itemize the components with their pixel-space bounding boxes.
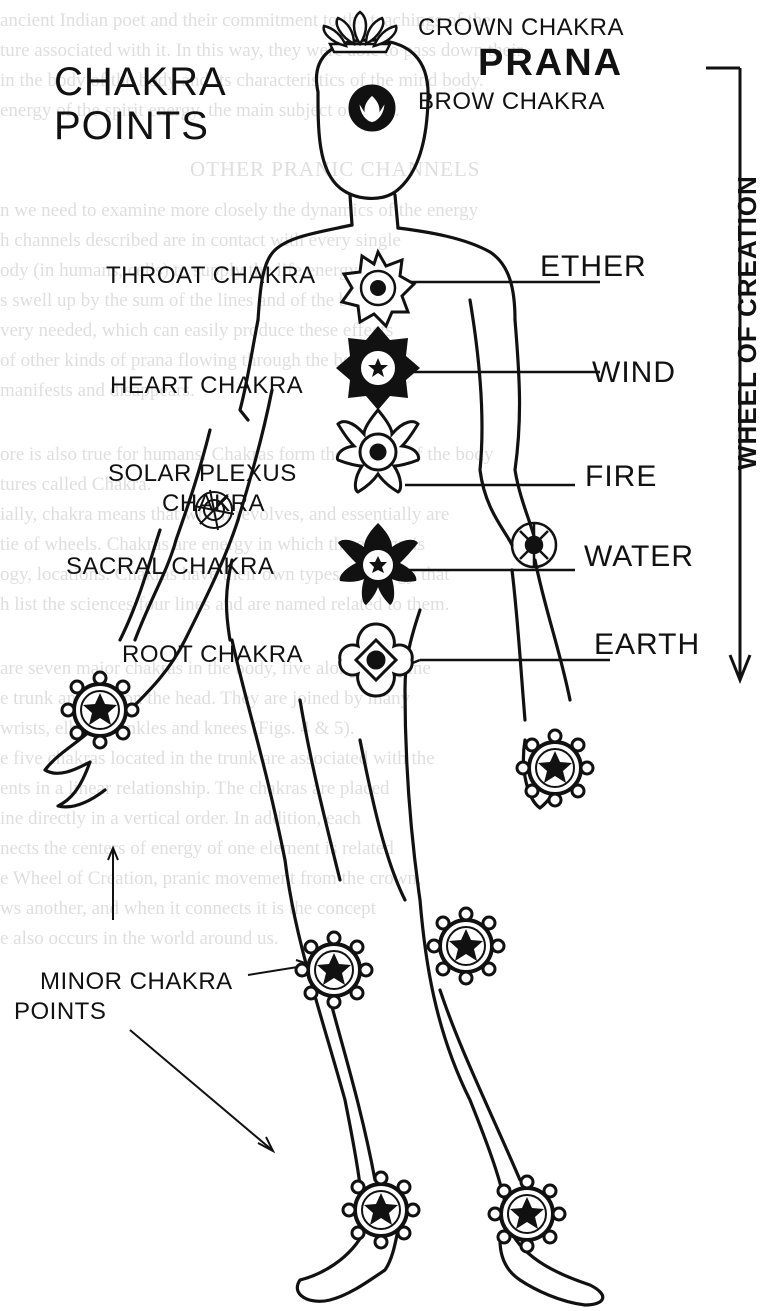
solar-plexus-chakra-symbol bbox=[337, 410, 418, 492]
label-fire: FIRE bbox=[585, 460, 657, 494]
minor-chakra-right-knee bbox=[428, 908, 504, 984]
minor-chakra-left-wrist bbox=[62, 672, 138, 748]
throat-chakra-symbol bbox=[342, 252, 414, 326]
label-wheel-of-creation: WHEEL OF CREATION bbox=[732, 150, 779, 495]
heart-chakra-symbol bbox=[336, 326, 420, 410]
label-brow-chakra: BROW CHAKRA bbox=[418, 88, 605, 116]
label-root-chakra: ROOT CHAKRA bbox=[122, 641, 303, 669]
label-prana: PRANA bbox=[478, 42, 623, 85]
brow-chakra-symbol bbox=[350, 86, 394, 130]
title-chakra-points: CHAKRA POINTS bbox=[54, 60, 227, 148]
sacral-chakra-symbol bbox=[338, 523, 418, 605]
body-outline bbox=[45, 40, 603, 1305]
label-heart-chakra: HEART CHAKRA bbox=[110, 372, 303, 400]
hip-ornament-right bbox=[512, 523, 556, 567]
minor-arrows bbox=[108, 848, 311, 1151]
minor-chakra-left-ankle bbox=[343, 1172, 419, 1248]
label-minor-chakra-2: POINTS bbox=[14, 998, 106, 1026]
leader-lines bbox=[395, 282, 610, 670]
root-chakra-symbol bbox=[340, 624, 413, 696]
title-line-2: POINTS bbox=[54, 104, 227, 148]
label-earth: EARTH bbox=[594, 628, 700, 662]
label-crown-chakra: CROWN CHAKRA bbox=[418, 14, 624, 42]
title-line-1: CHAKRA bbox=[54, 60, 227, 104]
label-sacral-chakra: SACRAL CHAKRA bbox=[66, 553, 274, 581]
label-ether: ETHER bbox=[540, 250, 647, 284]
label-wind: WIND bbox=[592, 356, 676, 390]
label-minor-chakra-1: MINOR CHAKRA bbox=[40, 968, 233, 996]
label-throat-chakra: THROAT CHAKRA bbox=[106, 262, 316, 290]
label-water: WATER bbox=[584, 540, 694, 574]
minor-chakra-right-ankle bbox=[489, 1176, 565, 1252]
crown-chakra-lotus bbox=[324, 12, 397, 52]
minor-chakra-left-knee bbox=[296, 932, 372, 1008]
label-solar-plexus-2: CHAKRA bbox=[162, 490, 265, 518]
minor-chakra-right-wrist bbox=[517, 730, 593, 806]
label-solar-plexus-1: SOLAR PLEXUS bbox=[108, 460, 297, 488]
